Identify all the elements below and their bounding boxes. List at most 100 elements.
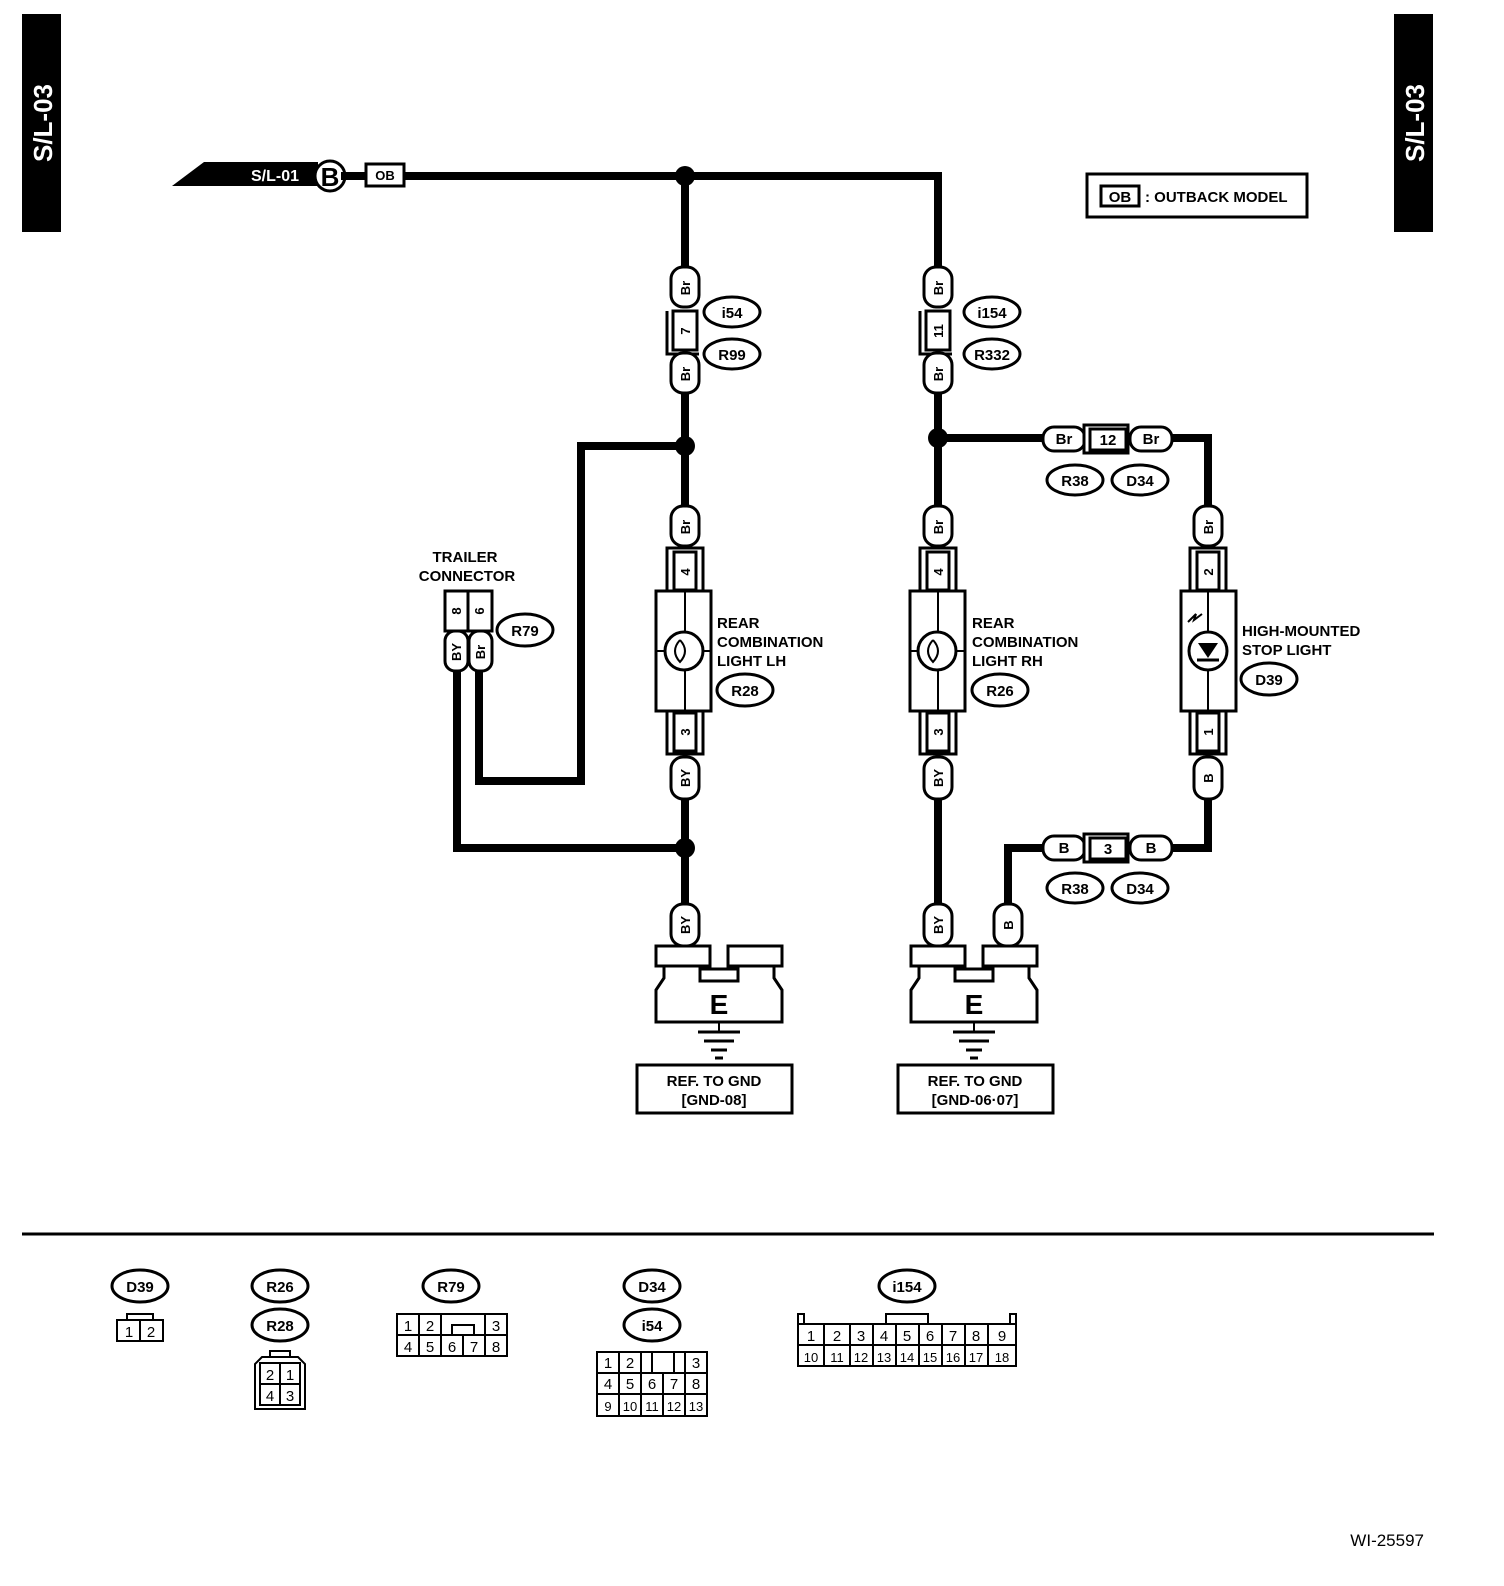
pin-label: 1	[404, 1318, 412, 1335]
pin-label: 12	[854, 1350, 868, 1365]
connector-id: D34	[1126, 881, 1154, 898]
rh-label-line2: COMBINATION	[972, 634, 1078, 651]
connector-view-d34-i54: D34 i54 1 2 3 4 5 6 7 8 9 10 11 12 13	[596, 1268, 708, 1417]
pin-label: 3	[492, 1318, 500, 1335]
pin-label: 7	[670, 1376, 678, 1393]
pin-label: 2	[626, 1355, 634, 1372]
connector-id: R38	[1061, 881, 1089, 898]
pin-label: 7	[470, 1339, 478, 1356]
pin-label: 1	[286, 1367, 294, 1384]
pin-number: 3	[1104, 841, 1112, 858]
wire-color: Br	[931, 367, 946, 381]
connector-view-id: i154	[892, 1279, 922, 1296]
connector-view-i154: i154 1 2 3 4 5 6 7 8 9 10 11 12 13 14 15…	[797, 1268, 1017, 1367]
pin-label: 8	[972, 1328, 980, 1345]
pin-label: 14	[900, 1350, 914, 1365]
wire-color: Br	[473, 645, 488, 659]
pin-label: 4	[880, 1328, 888, 1345]
pin-number: 12	[1100, 432, 1117, 449]
wire-color: B	[1059, 840, 1070, 857]
connector-view-id: R26	[266, 1279, 294, 1296]
pin-label: 1	[125, 1324, 133, 1341]
rear-combination-light-lh: Br 4 3 BY REAR COMBINATION LIGHT LH R28	[654, 504, 823, 801]
pin-label: 10	[804, 1350, 818, 1365]
ground-ref-line1: REF. TO GND	[667, 1073, 762, 1090]
pin-label: 4	[604, 1376, 612, 1393]
source-model-tag: OB	[375, 168, 395, 183]
connector-i154-r332: Br 11 Br i154 R332	[918, 265, 1022, 395]
wire-color: Br	[931, 281, 946, 295]
pin-label: 17	[969, 1350, 983, 1365]
wire-color: Br	[678, 520, 693, 534]
pin-label: 6	[926, 1328, 934, 1345]
connector-id: R332	[974, 347, 1010, 364]
connector-i54-r99: Br 7 Br i54 R99	[665, 265, 762, 395]
component-id: R28	[731, 683, 759, 700]
pin-label: 3	[857, 1328, 865, 1345]
pin-label: 5	[903, 1328, 911, 1345]
connector-view-id: R28	[266, 1318, 294, 1335]
ground-left: BY E REF. TO GND [GND-08]	[635, 902, 794, 1115]
wire-color: Br	[1056, 431, 1073, 448]
trailer-label-line2: CONNECTOR	[419, 568, 516, 585]
page-tab-left: S/L-03	[22, 14, 61, 232]
wire-color: Br	[931, 520, 946, 534]
stop-label-line1: HIGH-MOUNTED	[1242, 623, 1360, 640]
legend-text: : OUTBACK MODEL	[1145, 189, 1288, 206]
wire-color: Br	[1143, 431, 1160, 448]
wire-color: B	[1146, 840, 1157, 857]
connector-id: R99	[718, 347, 746, 364]
pin-label: 9	[998, 1328, 1006, 1345]
pin-label: 9	[604, 1399, 611, 1414]
rh-label-line3: LIGHT RH	[972, 653, 1043, 670]
wire-color: Br	[1201, 520, 1216, 534]
connector-view-id: D39	[126, 1279, 154, 1296]
rh-label-line1: REAR	[972, 615, 1015, 632]
pin-label: 1	[807, 1328, 815, 1345]
connector-id: i54	[722, 305, 744, 322]
page-code-left: S/L-03	[28, 84, 58, 162]
pin-label: 2	[426, 1318, 434, 1335]
pin-number: 8	[449, 607, 464, 614]
pin-number: 1	[1201, 728, 1216, 735]
wire-color: B	[1201, 773, 1216, 782]
ground-ref-line2: [GND-06·07]	[932, 1092, 1019, 1109]
pin-label: 15	[923, 1350, 937, 1365]
pin-label: 2	[833, 1328, 841, 1345]
pin-label: 13	[689, 1399, 703, 1414]
pin-label: 8	[492, 1339, 500, 1356]
lh-label-line2: COMBINATION	[717, 634, 823, 651]
connector-view-id: D34	[638, 1279, 666, 1296]
wires	[396, 172, 1212, 908]
pin-number: 6	[472, 607, 487, 614]
pin-label: 1	[604, 1355, 612, 1372]
rear-combination-light-rh: Br 4 3 BY REAR COMBINATION LIGHT RH R26	[908, 504, 1078, 801]
pin-number: 4	[931, 568, 946, 576]
connector-view-id: R79	[437, 1279, 465, 1296]
lh-label-line1: REAR	[717, 615, 760, 632]
pin-label: 18	[995, 1350, 1009, 1365]
component-id: R26	[986, 683, 1014, 700]
wire-color: Br	[678, 367, 693, 381]
pin-number: 11	[931, 324, 946, 338]
pin-label: 5	[426, 1339, 434, 1356]
pin-label: 2	[266, 1367, 274, 1384]
pin-label: 16	[946, 1350, 960, 1365]
ground-right: BY B E REF. TO GND [GND-06·07]	[896, 902, 1055, 1115]
wire-color: BY	[931, 916, 946, 934]
connector-view-id: i54	[642, 1318, 664, 1335]
pin-number: 4	[678, 568, 693, 576]
legend-box: OB : OUTBACK MODEL	[1085, 172, 1309, 219]
pin-label: 4	[404, 1339, 412, 1356]
connector-view-r26-r28: R26 R28 2 1 4 3	[250, 1268, 310, 1410]
pin-label: 12	[667, 1399, 681, 1414]
wire-color: B	[1001, 920, 1016, 929]
connector-id: i154	[977, 305, 1007, 322]
wire-color: Br	[678, 281, 693, 295]
wire-color: BY	[678, 916, 693, 934]
connector-view-d39: D39 1 2	[110, 1268, 170, 1342]
pin-label: 11	[830, 1350, 844, 1365]
connector-id: R38	[1061, 473, 1089, 490]
pin-label: 2	[147, 1324, 155, 1341]
